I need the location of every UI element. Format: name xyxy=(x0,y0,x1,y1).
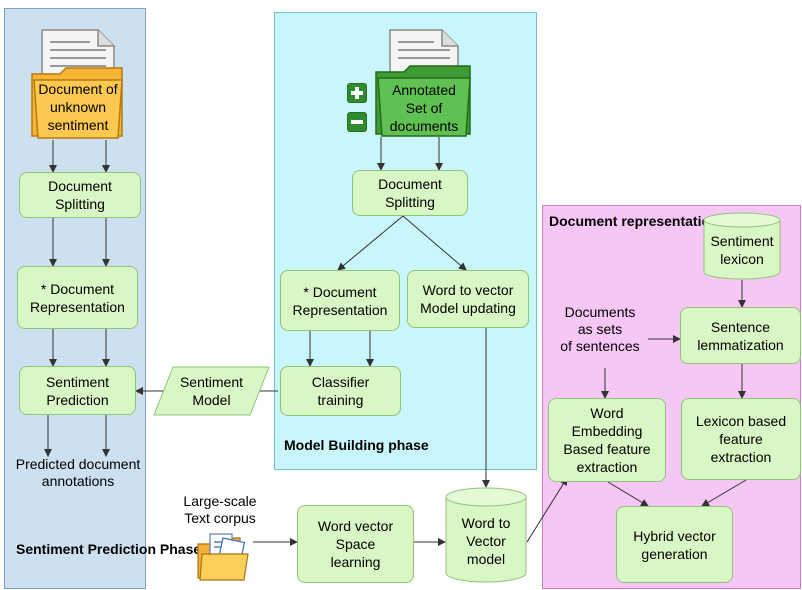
edge-embedding-to-hybrid xyxy=(607,481,649,507)
document-representation-title: Document representation xyxy=(549,213,719,229)
edge-splitting-to-repr-mid xyxy=(337,215,404,271)
sentiment-prediction-phase-title: Sentiment Prediction Phase xyxy=(16,541,202,557)
minus-icon xyxy=(347,112,367,132)
word-to-vector-model-label: Word to Vector model xyxy=(461,515,511,567)
sentiment-model-label: Sentiment Model xyxy=(179,374,244,408)
sentiment-prediction-box: Sentiment Prediction xyxy=(19,366,136,415)
document-splitting-left: Document Splitting xyxy=(19,172,141,218)
model-building-phase-title: Model Building phase xyxy=(284,437,429,453)
documents-as-sets-label: Documents as sets of sentences xyxy=(560,303,640,354)
word-embedding-feature-box: Word Embedding Based feature extraction xyxy=(548,398,666,482)
input-folder-label-mid: Annotated Set of documents xyxy=(389,82,459,134)
sentiment-lexicon-cylinder: Sentiment lexicon xyxy=(703,212,781,280)
document-splitting-mid: Document Splitting xyxy=(352,170,468,216)
classifier-training-box: Classifier training xyxy=(280,366,401,416)
edge-lexicon-feature-to-hybrid xyxy=(701,479,747,507)
hybrid-vector-generation-box: Hybrid vector generation xyxy=(616,506,733,583)
orange-folder-icon xyxy=(30,66,126,140)
sentiment-model-parallelogram: Sentiment Model xyxy=(153,366,270,416)
edge-splitting-to-w2v-update xyxy=(402,215,467,271)
sentence-lemmatization-box: Sentence lemmatization xyxy=(680,307,801,364)
edge-w2v-model-to-embedding xyxy=(526,477,568,543)
green-folder-icon xyxy=(374,64,474,138)
sentiment-lexicon-label: Sentiment lexicon xyxy=(710,233,774,267)
document-representation-left: * Document Representation xyxy=(17,266,138,329)
w2v-model-updating-box: Word to vector Model updating xyxy=(407,270,529,328)
lexicon-feature-box: Lexicon based feature extraction xyxy=(681,398,801,480)
word-vector-space-learning-box: Word vector Space learning xyxy=(297,505,414,583)
word-to-vector-model-cylinder: Word to Vector model xyxy=(445,487,527,583)
large-scale-corpus-label: Large-scale Text corpus xyxy=(183,493,257,526)
document-representation-mid: * Document Representation xyxy=(280,270,400,331)
plus-icon xyxy=(347,83,367,103)
input-folder-label-left: Document of unknown sentiment xyxy=(38,81,118,133)
predicted-annotations-label: Predicted document annotations xyxy=(15,456,141,489)
text-corpus-folder-icon xyxy=(196,532,252,582)
